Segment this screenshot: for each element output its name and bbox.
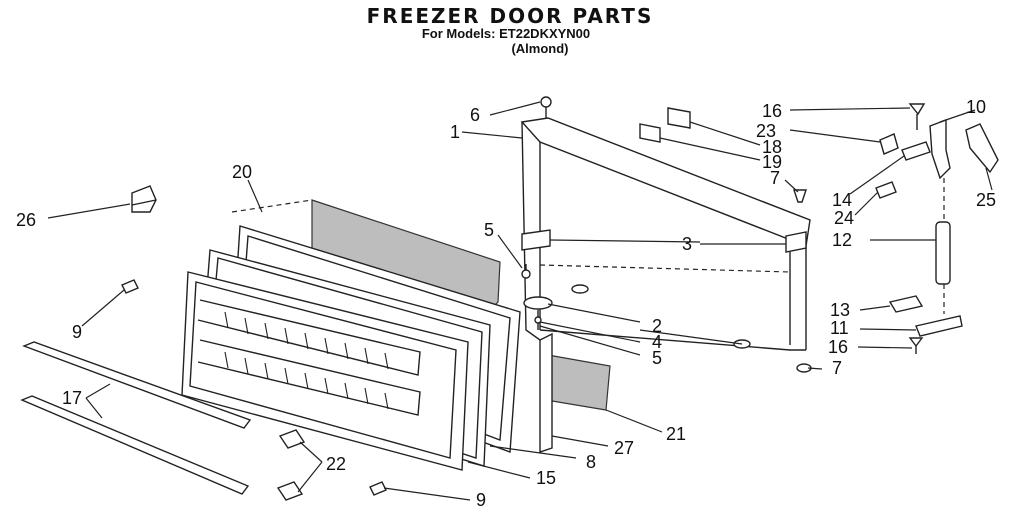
callout-10: 10	[966, 97, 986, 117]
callout-9-lower: 9	[476, 490, 486, 510]
part-14-plate	[901, 141, 931, 161]
callout-18: 18	[762, 137, 782, 157]
callout-24: 24	[834, 208, 854, 228]
part-23-spacer	[879, 133, 899, 155]
part-24-screw	[875, 181, 897, 199]
part-4-pin	[534, 310, 542, 330]
callout-22: 22	[326, 454, 346, 474]
callout-15: 15	[536, 468, 556, 488]
part-21-insulation	[545, 354, 611, 411]
diagram-title: FREEZER DOOR PARTS	[366, 4, 654, 28]
callout-16-lower: 16	[828, 337, 848, 357]
part-6-screw	[540, 96, 552, 118]
callout-19: 19	[762, 152, 782, 172]
color-line: (Almond)	[511, 41, 569, 56]
part-11-lower-hinge	[915, 315, 963, 337]
callout-17: 17	[62, 388, 82, 408]
callout-2: 2	[652, 316, 662, 336]
part-16-screw-upper	[908, 103, 926, 130]
part-9-screw	[121, 279, 387, 496]
callout-12: 12	[832, 230, 852, 250]
part-13-plate	[888, 295, 924, 313]
models-line: For Models: ET22DKXYN00	[421, 26, 591, 41]
callout-13: 13	[830, 300, 850, 320]
part-25-hinge-cover	[965, 123, 999, 174]
callout-5-upper: 5	[484, 220, 494, 240]
part-27-hinge-strip	[539, 332, 553, 453]
callout-27: 27	[614, 438, 634, 458]
part-5-screw-upper	[521, 264, 531, 279]
door-shelf-assembly	[181, 271, 469, 471]
callout-9-left: 9	[72, 322, 82, 342]
leader-lines	[47, 101, 993, 501]
callout-1: 1	[450, 122, 460, 142]
callout-3: 3	[682, 234, 692, 254]
callout-20: 20	[232, 162, 252, 182]
callout-4: 4	[652, 332, 662, 352]
callout-23: 23	[756, 121, 776, 141]
part-16-screw-lower	[908, 337, 924, 354]
callout-16-upper: 16	[762, 101, 782, 121]
callout-21: 21	[666, 424, 686, 444]
callout-8: 8	[586, 452, 596, 472]
callout-6: 6	[470, 105, 480, 125]
callout-25: 25	[976, 190, 996, 210]
callout-14: 14	[832, 190, 852, 210]
callout-7-lower: 7	[832, 358, 842, 378]
part-10-hinge	[929, 118, 951, 180]
part-2-washer	[523, 284, 751, 349]
part-12-handle	[935, 178, 951, 314]
part-1-outer-frame	[520, 117, 811, 351]
part-26-clip	[131, 185, 157, 213]
callout-labels: 1 6 16 10 23 18 19 7 14 24 25 20 26 5 3 …	[16, 97, 996, 510]
part-22-end-caps	[276, 429, 306, 501]
callout-11: 11	[830, 318, 849, 338]
callout-26: 26	[16, 210, 36, 230]
part-19-cap	[639, 123, 661, 143]
part-17-trim-strips	[20, 341, 252, 495]
part-18-cap	[667, 107, 691, 129]
part-3-bracket	[521, 229, 807, 253]
callout-7-upper: 7	[770, 168, 780, 188]
callout-5-lower: 5	[652, 348, 662, 368]
